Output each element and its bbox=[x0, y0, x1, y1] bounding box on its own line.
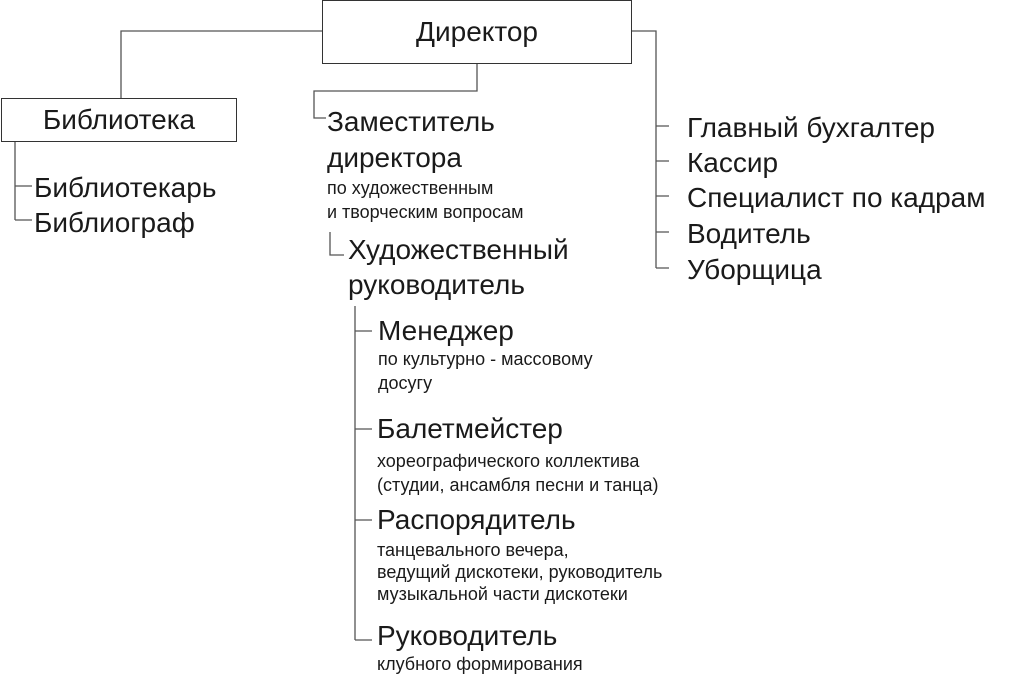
connector-director-staff bbox=[632, 30, 657, 268]
director-title: Директор bbox=[416, 16, 538, 47]
role-ballet-desc-2: (студии, ансамбля песни и танца) bbox=[377, 475, 659, 495]
art-head-line2: руководитель bbox=[348, 269, 525, 300]
staff-cleaner: Уборщица bbox=[687, 254, 822, 285]
library-item-librarian: Библиотекарь bbox=[34, 172, 217, 203]
staff-chief-accountant: Главный бухгалтер bbox=[687, 112, 935, 143]
director-box: Директор bbox=[322, 0, 632, 64]
role-steward-title: Распорядитель bbox=[377, 504, 576, 535]
role-manager-desc-2: досугу bbox=[378, 373, 433, 393]
connector-staff-ticks bbox=[656, 125, 669, 269]
deputy-title-line1: Заместитель bbox=[327, 106, 495, 137]
library-item-bibliographer: Библиограф bbox=[34, 207, 195, 238]
deputy-sub-line1: по художественным bbox=[327, 178, 494, 198]
role-ballet-desc-1: хореографического коллектива bbox=[377, 451, 640, 471]
role-leader-title: Руководитель bbox=[377, 620, 558, 651]
role-steward-desc-2: ведущий дискотеки, руководитель bbox=[377, 562, 663, 582]
role-ballet-title: Балетмейстер bbox=[377, 413, 563, 444]
library-title: Библиотека bbox=[42, 104, 196, 135]
connector-director-library bbox=[120, 30, 322, 98]
connector-roles-ticks bbox=[355, 330, 372, 641]
library-box: Библиотека bbox=[1, 98, 237, 142]
connector-director-deputy bbox=[313, 64, 478, 119]
role-steward-desc-1: танцевального вечера, bbox=[377, 540, 569, 560]
role-manager-desc-1: по культурно - массовому bbox=[378, 349, 593, 369]
role-manager-title: Менеджер bbox=[378, 315, 514, 346]
connector-deputy-arthead bbox=[329, 232, 344, 256]
role-leader-desc-1: клубного формирования bbox=[377, 654, 583, 674]
staff-driver: Водитель bbox=[687, 218, 811, 249]
deputy-title-line2: директора bbox=[327, 142, 462, 173]
art-head-line1: Художественный bbox=[348, 234, 569, 265]
staff-hr-specialist: Специалист по кадрам bbox=[687, 182, 986, 213]
staff-cashier: Кассир bbox=[687, 147, 779, 178]
connector-library-ticks bbox=[15, 185, 32, 221]
deputy-sub-line2: и творческим вопросам bbox=[327, 202, 524, 222]
role-steward-desc-3: музыкальной части дискотеки bbox=[377, 584, 628, 604]
